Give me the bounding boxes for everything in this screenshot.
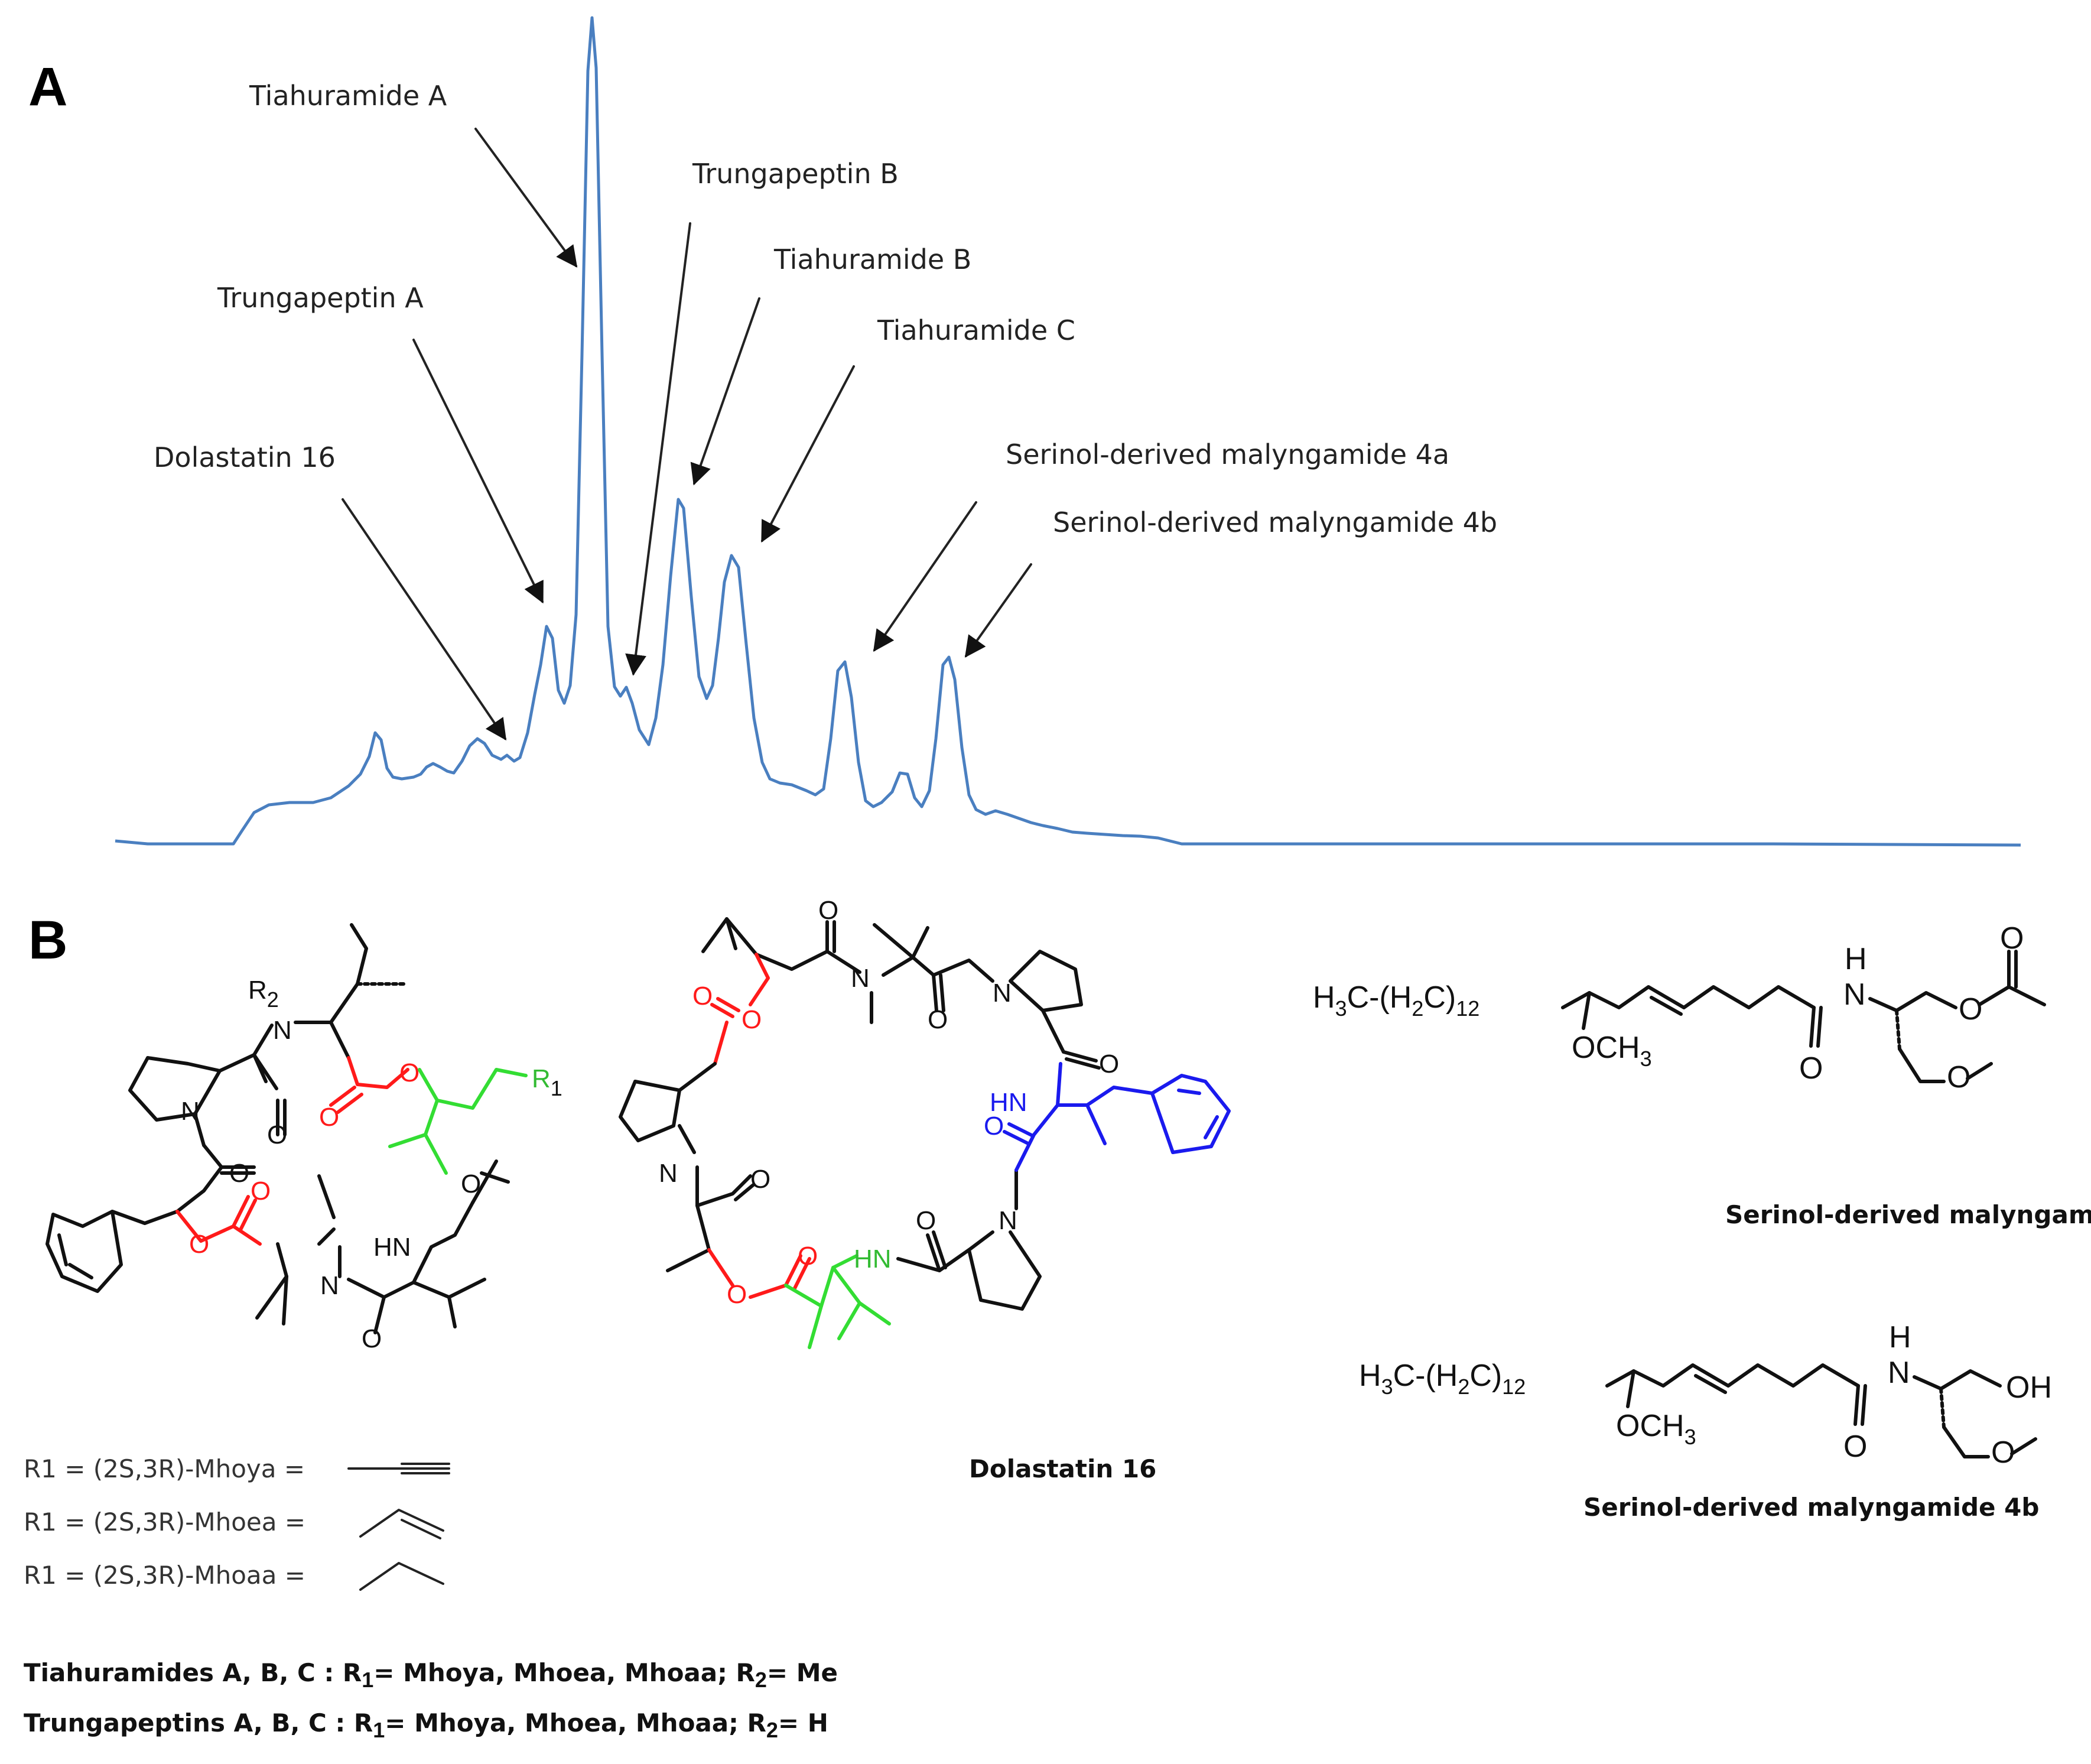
atom-o-red-4: O: [251, 1177, 271, 1206]
tiahuramide-structure: R2 N N O O N O HN O O O O O R1: [45, 923, 562, 1353]
dol-atom-o-red-2: O: [692, 982, 713, 1011]
atom-r1: R1: [532, 1064, 562, 1100]
malyngamide-4b-structure: H3C-(H2C)12 OCH3 O N H OH O: [1359, 1320, 2052, 1470]
m4b-n: N: [1888, 1356, 1910, 1390]
arrow-malyngamide-4b: [964, 563, 1032, 658]
m4a-n: N: [1843, 977, 1866, 1012]
m4a-och3: OCH3: [1572, 1031, 1652, 1071]
r1-def-mhoya: R1 = (2S,3R)-Mhoya =: [24, 1454, 305, 1483]
m4b-o-1: O: [1843, 1430, 1867, 1464]
dol-atom-o-5: O: [916, 1206, 936, 1235]
caption-malyngamide-4b: Serinol-derived malyngamide 4b: [1583, 1493, 2039, 1522]
m4b-h: H: [1889, 1320, 1911, 1354]
atom-r2: R2: [248, 976, 279, 1012]
dol-atom-o-4: O: [750, 1165, 770, 1194]
malyngamide-4a-structure: H3C-(H2C)12 OCH3 O N H O O O: [1313, 921, 2046, 1094]
chromatogram: [115, 16, 2021, 847]
dol-atom-o-1: O: [818, 896, 838, 925]
dol-atom-o-blue: O: [984, 1112, 1004, 1141]
atom-o-3: O: [362, 1324, 382, 1353]
label-malyngamide-4b: Serinol-derived malyngamide 4b: [1053, 506, 1497, 538]
arrow-trungapeptin-b: [625, 222, 691, 676]
caption-dolastatin-16: Dolastatin 16: [969, 1454, 1156, 1483]
arrow-tiahuramide-a: [474, 128, 578, 268]
arrow-malyngamide-4a: [873, 501, 977, 652]
atom-o-4: O: [461, 1169, 481, 1198]
atom-n-2: N: [181, 1097, 200, 1126]
arrow-trungapeptin-a: [412, 339, 544, 604]
atom-o-2: O: [229, 1159, 249, 1188]
dol-atom-o-2: O: [928, 1005, 948, 1034]
atom-hn: HN: [373, 1233, 411, 1262]
atom-o-red-3: O: [189, 1230, 209, 1259]
atom-o-red-1: O: [319, 1103, 339, 1132]
panel-b-letter: B: [28, 910, 67, 970]
atom-n-3: N: [320, 1271, 339, 1300]
dol-atom-o-red-4: O: [798, 1242, 818, 1271]
label-dolastatin-16: Dolastatin 16: [154, 441, 336, 473]
m4a-o-1: O: [1799, 1051, 1823, 1086]
m4b-oh: OH: [2006, 1370, 2052, 1405]
chromatogram-trace: [115, 16, 2021, 847]
dolastatin-16-structure: N O O N O O O N O O O HN O: [619, 896, 1231, 1349]
label-tiahuramide-c: Tiahuramide C: [877, 314, 1075, 346]
r1-def-mhoea: R1 = (2S,3R)-Mhoea =: [24, 1508, 305, 1536]
label-tiahuramide-a: Tiahuramide A: [249, 80, 447, 112]
arrow-tiahuramide-c: [761, 365, 855, 543]
panel-a-letter: A: [28, 57, 67, 117]
dol-atom-n-2: N: [993, 979, 1012, 1008]
m4a-h: H: [1845, 942, 1867, 976]
dol-atom-n-1: N: [851, 964, 870, 993]
r1-definitions: R1 = (2S,3R)-Mhoya = R1 = (2S,3R)-Mhoea …: [24, 1454, 450, 1591]
m4a-o-3: O: [1959, 992, 1982, 1026]
m4b-formula: H3C-(H2C)12: [1359, 1359, 1526, 1399]
dol-atom-hn-blue: HN: [990, 1088, 1027, 1117]
caption-trungapeptins: Trungapeptins A, B, C : R1= Mhoya, Mhoea…: [24, 1708, 828, 1742]
label-tiahuramide-b: Tiahuramide B: [773, 243, 971, 275]
label-trungapeptin-b: Trungapeptin B: [692, 158, 899, 190]
ethyl-icon: [359, 1562, 444, 1591]
label-malyngamide-4a: Serinol-derived malyngamide 4a: [1006, 438, 1449, 470]
m4a-o-4: O: [2000, 921, 2024, 956]
atom-o-1: O: [267, 1120, 287, 1149]
dol-atom-o-red-1: O: [742, 1005, 762, 1034]
dol-atom-o-3: O: [1099, 1050, 1119, 1078]
arrow-dolastatin-16: [342, 498, 507, 740]
dol-atom-n-4: N: [999, 1206, 1017, 1235]
atom-o-red-2: O: [399, 1058, 419, 1087]
label-trungapeptin-a: Trungapeptin A: [217, 282, 424, 314]
dol-atom-n-3: N: [659, 1159, 678, 1188]
caption-tiahuramides: Tiahuramides A, B, C : R1= Mhoya, Mhoea,…: [24, 1658, 838, 1692]
peak-annotations: Tiahuramide A Trungapeptin B Tiahuramide…: [154, 80, 1497, 740]
arrow-tiahuramide-b: [690, 297, 760, 486]
dol-atom-o-red-3: O: [727, 1280, 747, 1309]
r1-def-mhoaa: R1 = (2S,3R)-Mhoaa =: [24, 1561, 305, 1590]
m4b-och3: OCH3: [1616, 1409, 1696, 1449]
vinyl-icon: [359, 1509, 444, 1538]
m4a-formula: H3C-(H2C)12: [1313, 980, 1479, 1021]
atom-n-1: N: [273, 1016, 292, 1045]
caption-malyngamide-4a: Serinol-derived malyngamide 4a: [1725, 1200, 2091, 1229]
dol-atom-hn-green: HN: [854, 1245, 892, 1274]
